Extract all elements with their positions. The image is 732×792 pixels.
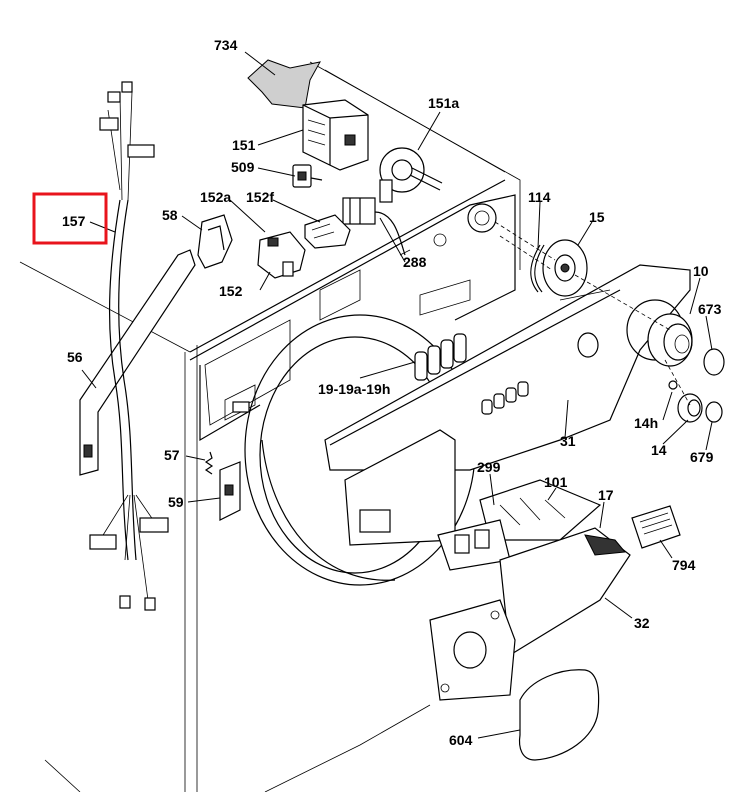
part-299-drawer-insert [437, 519, 511, 571]
cabinet-outline [19, 61, 521, 792]
part-58-bracket [197, 214, 233, 269]
part-114-clip [530, 244, 545, 293]
label-157: 157 [62, 213, 86, 229]
label-114: 114 [528, 189, 551, 205]
label-604: 604 [449, 732, 473, 748]
label-101: 101 [544, 474, 568, 490]
part-labels: 734 151a 151 509 152a 152f 58 157 114 15… [62, 37, 722, 748]
label-32: 32 [634, 615, 650, 631]
label-19-19a-19h: 19-19a-19h [318, 381, 390, 397]
part-17-drawer-handle [499, 527, 631, 657]
part-56-bracket [79, 249, 196, 476]
part-151a-knob-assembly [379, 147, 443, 203]
label-734: 734 [214, 37, 238, 53]
part-288-bracket [399, 249, 411, 256]
part-152f-relay [342, 197, 406, 256]
part-679-ring [705, 401, 723, 423]
control-fascia-31 [324, 264, 691, 546]
label-288: 288 [403, 254, 427, 270]
part-152-connector-block [257, 231, 306, 279]
part-734-cover-sheet [247, 59, 321, 109]
label-14h: 14h [634, 415, 658, 431]
label-31: 31 [560, 433, 576, 449]
label-509: 509 [231, 159, 255, 175]
label-10: 10 [693, 263, 709, 279]
part-14-knob [677, 393, 703, 423]
alignment-lines [494, 221, 691, 406]
label-57: 57 [164, 447, 180, 463]
label-152a: 152a [200, 189, 231, 205]
part-57-spring [204, 451, 214, 475]
part-604-cover [518, 669, 600, 761]
label-152f: 152f [246, 189, 274, 205]
label-151: 151 [232, 137, 256, 153]
label-152: 152 [219, 283, 243, 299]
label-17: 17 [598, 487, 614, 503]
leader-lines [81, 51, 713, 739]
part-157-wiring-harness [89, 81, 169, 611]
label-59: 59 [168, 494, 184, 510]
label-299: 299 [477, 459, 501, 475]
highlight-box-157 [32, 192, 108, 245]
part-101-dispenser-drawer [479, 479, 602, 541]
part-10-selector-knob [647, 313, 693, 367]
label-15: 15 [589, 209, 605, 225]
part-14h-spring [668, 380, 678, 390]
part-509-switch [292, 164, 323, 188]
label-673: 673 [698, 301, 722, 317]
part-19-buttons [414, 333, 467, 381]
part-59-plate [219, 461, 241, 521]
label-14: 14 [651, 442, 667, 458]
label-151a: 151a [428, 95, 459, 111]
label-679: 679 [690, 449, 714, 465]
label-56: 56 [67, 349, 83, 365]
part-152a-block [304, 214, 351, 249]
label-58: 58 [162, 207, 178, 223]
label-794: 794 [672, 557, 696, 573]
part-32-housing [429, 599, 516, 701]
part-15-pulley [542, 239, 588, 297]
part-673-ring [703, 348, 725, 376]
part-794-label [631, 505, 681, 549]
part-151-programmer [302, 99, 369, 171]
